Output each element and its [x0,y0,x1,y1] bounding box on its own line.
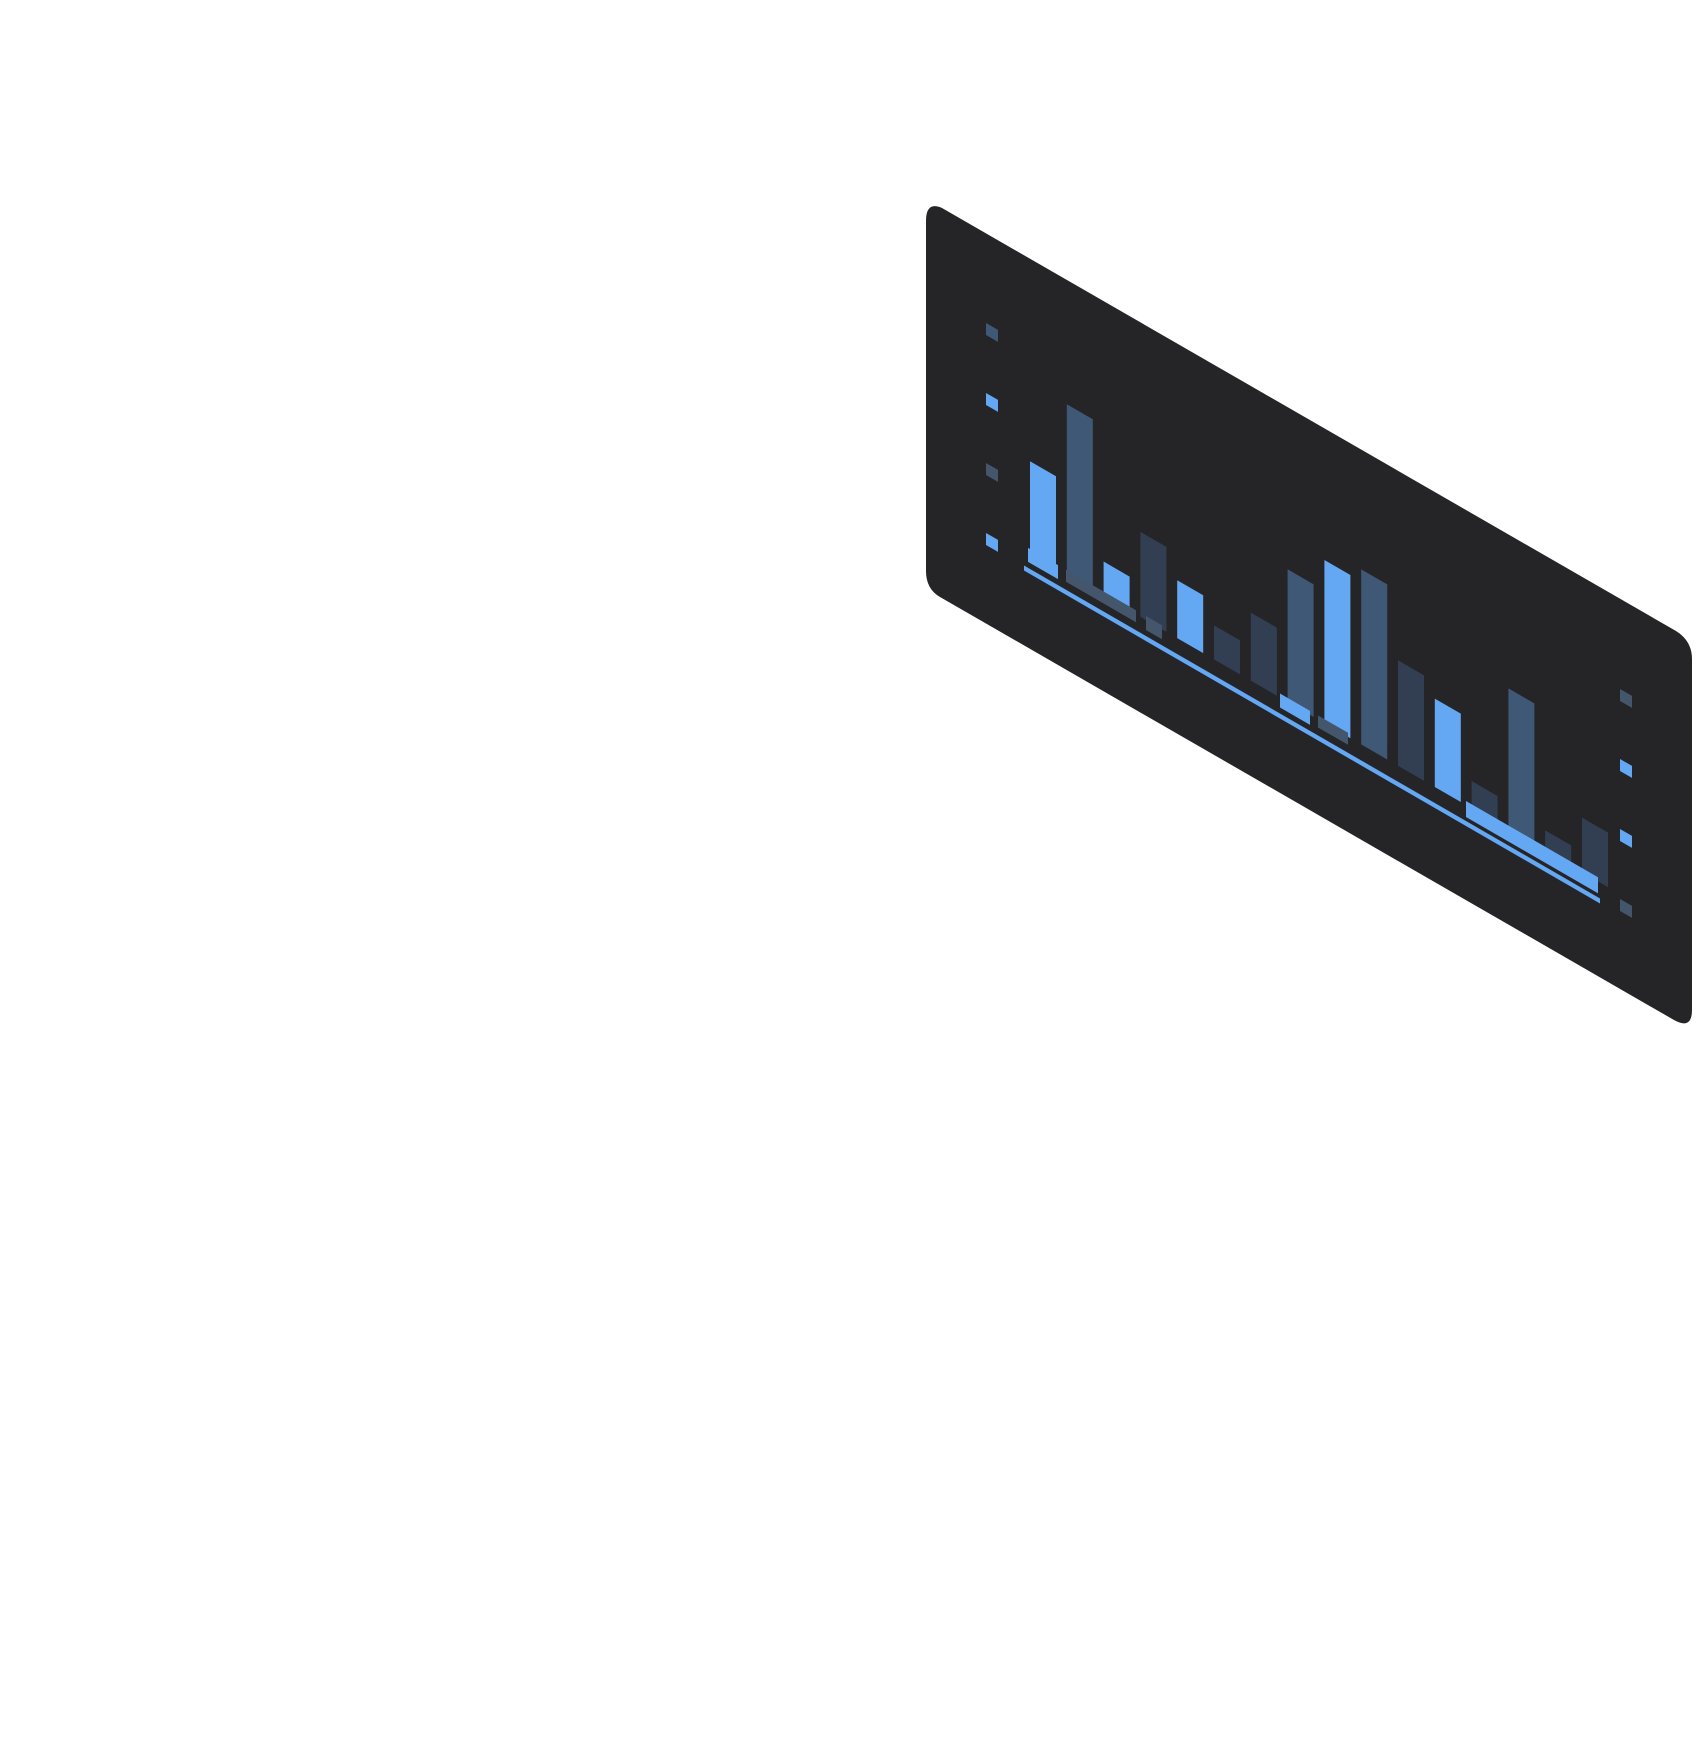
chart-bar [1214,625,1240,675]
chart-bar [1398,660,1424,781]
chart-bar [1287,569,1314,717]
baseline-chip [1028,547,1058,580]
left-axis-marker [986,463,998,482]
chart-bar [1066,404,1093,590]
baseline-chip [1466,801,1598,894]
chart-bar [1324,559,1351,739]
baseline-chip [1146,616,1162,640]
bar-series [1030,404,1608,888]
chart-bar [1030,461,1056,569]
right-axis-markers [1620,689,1632,918]
baseline-chip [1318,715,1348,745]
chart-bar [1434,698,1461,803]
left-axis-marker [986,323,998,342]
baseline-chip [1280,693,1310,725]
baseline-chip [1066,569,1136,623]
right-axis-marker [1620,899,1632,918]
right-axis-marker [1620,689,1632,708]
right-axis-marker [1620,759,1632,778]
chart-bar [1250,612,1277,696]
baseline-line [1024,565,1600,904]
baseline-chips [1028,547,1598,894]
chart-bar [1140,531,1167,632]
chart-bar [1508,688,1535,845]
right-axis-marker [1620,829,1632,848]
chart-bar [1361,569,1388,760]
left-axis-marker [986,393,998,412]
chart-bar [1582,817,1608,888]
left-axis-markers [986,323,998,552]
chart-bar [1471,781,1498,824]
chart-baseline [1024,565,1600,904]
left-axis-marker [986,533,998,552]
isometric-chart-panel [926,206,1692,1024]
chart-bar [1177,580,1204,654]
chart-bar [1545,830,1572,866]
